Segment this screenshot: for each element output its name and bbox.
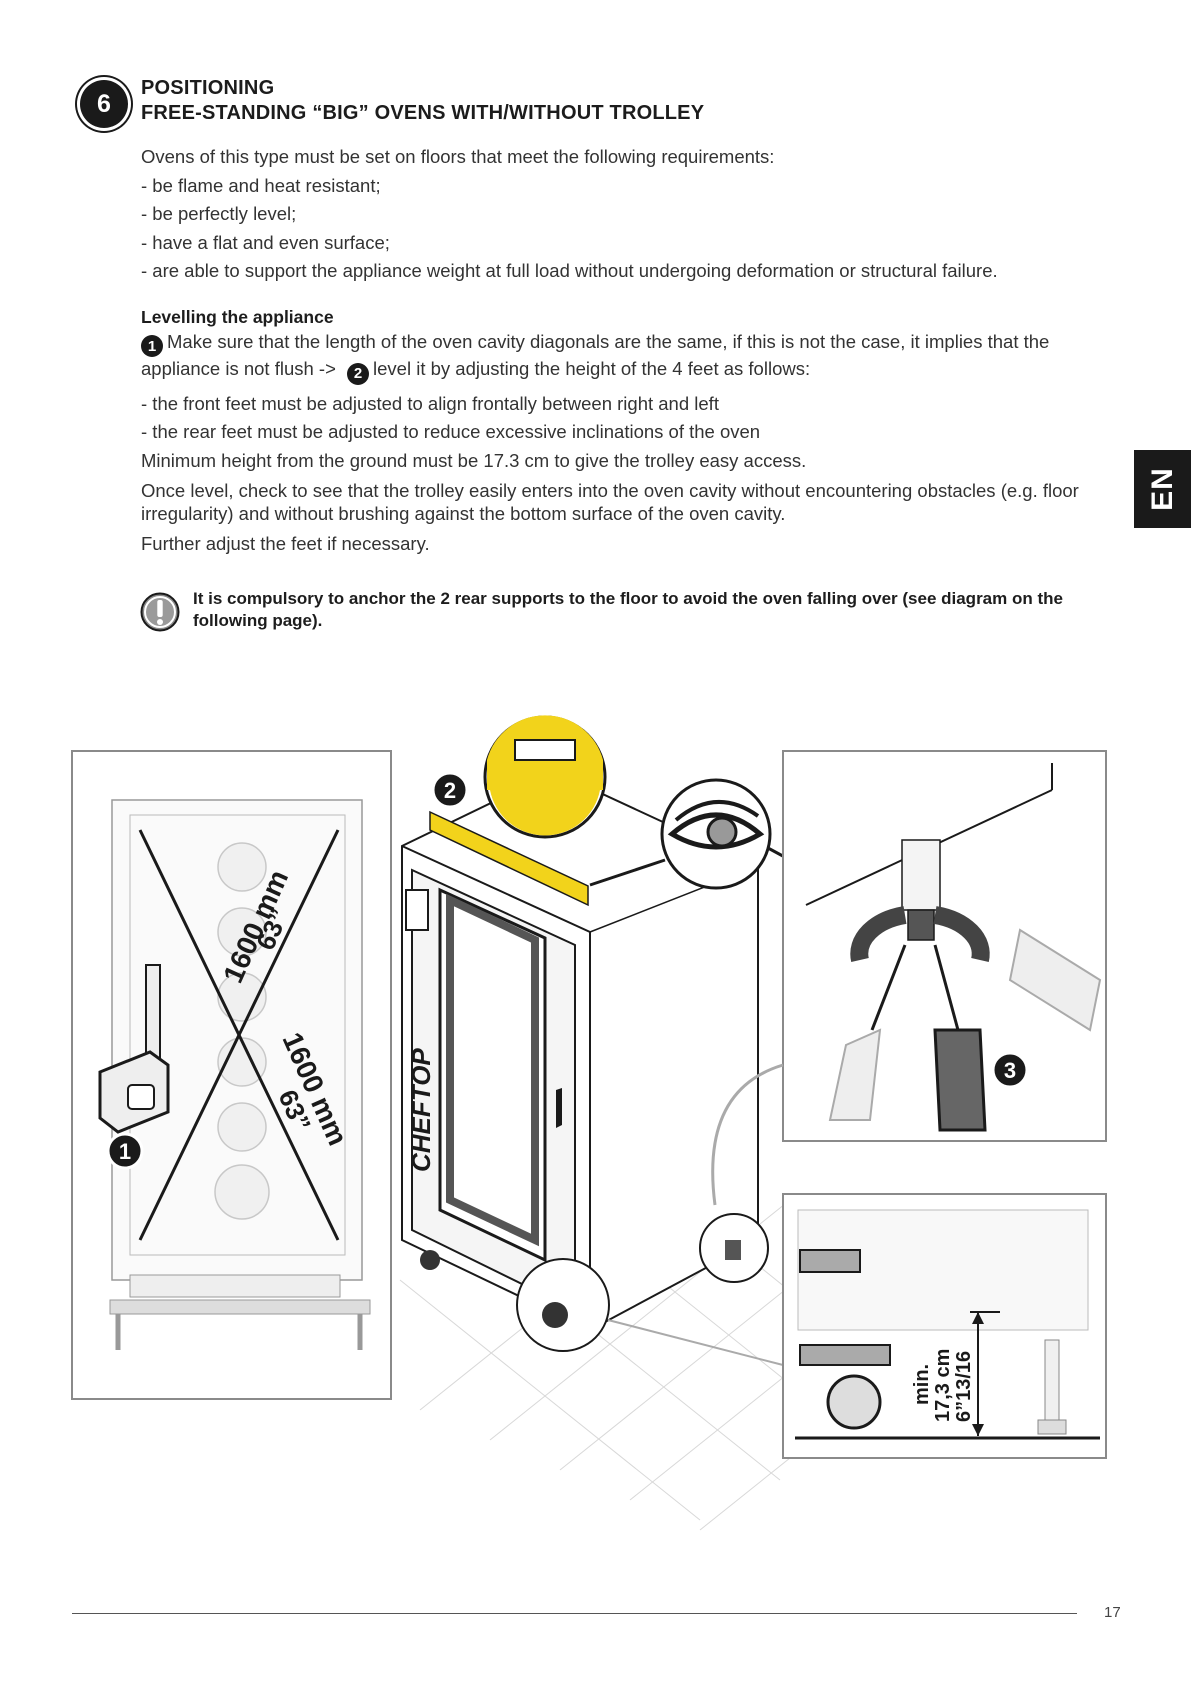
level-magnifier: 2 (431, 715, 607, 839)
footer-rule (72, 1613, 1077, 1614)
callout-3-label: 3 (1004, 1058, 1016, 1083)
section-title: POSITIONING FREE-STANDING “BIG” OVENS WI… (141, 76, 704, 126)
language-tab-label: EN (1145, 467, 1179, 511)
min-cm-label: 17,3 cm (932, 1349, 954, 1422)
spirit-level (429, 810, 589, 907)
min-height-text: Minimum height from the ground must be 1… (141, 449, 807, 471)
further-adjust-text: Further adjust the feet if necessary. (141, 533, 430, 554)
intro-paragraph: Ovens of this type must be set on floors… (141, 146, 775, 167)
step-2-text: level it by adjusting the height of the … (373, 358, 811, 379)
body-text: Ovens of this type must be set on floors… (141, 143, 1116, 559)
callout-1-label: 1 (119, 1139, 131, 1164)
warning-text: It is compulsory to anchor the 2 rear su… (193, 589, 1063, 630)
warning-icon (140, 592, 180, 632)
callout-3-badge (991, 1051, 1029, 1089)
foot-adjust-panel: 3 (782, 750, 1107, 1142)
levelling-bullet: - the front feet must be adjusted to ali… (141, 392, 719, 414)
levelling-heading: Levelling the appliance (141, 306, 334, 327)
requirement-item: - be perfectly level; (141, 203, 297, 224)
section-number-badge: 6 (80, 80, 128, 128)
levelling-diagram: 1600 mm 63” 1600 mm 63” 1 CHEFTOP 2 (71, 715, 1107, 1531)
step-2-badge: 2 (347, 362, 370, 385)
step-1-text: Make sure that the length of the oven ca… (141, 330, 1050, 380)
page-number: 17 (1104, 1604, 1121, 1621)
step-1-badge: 1 (141, 335, 163, 357)
requirement-item: - be flame and heat resistant; (141, 174, 381, 196)
oven-brand-label: CHEFTOP (406, 1048, 436, 1172)
oven-illustration: CHEFTOP (401, 770, 759, 1335)
section-title-line2: FREE-STANDING “BIG” OVENS WITH/WITHOUT T… (141, 102, 705, 124)
check-paragraph: Once level, check to see that the trolle… (141, 480, 1079, 524)
language-tab[interactable]: EN (1134, 450, 1191, 528)
min-inch-label: 6”13/16 (953, 1351, 975, 1422)
requirement-item: - have a flat and even surface; (141, 231, 390, 253)
section-title-line1: POSITIONING (141, 77, 275, 99)
requirement-item: - are able to support the appliance weig… (141, 260, 998, 281)
eye-magnifier (589, 778, 843, 890)
min-label: min. (911, 1364, 933, 1405)
min-height-panel: min. 17,3 cm 6”13/16 (782, 1193, 1107, 1459)
levelling-bullet: - the rear feet must be adjusted to redu… (141, 421, 761, 442)
callout-1-badge (106, 1132, 144, 1170)
callout-2-label: 2 (444, 778, 456, 803)
callout-2-badge (431, 771, 469, 809)
diagonal-panel: 1600 mm 63” 1600 mm 63” 1 (71, 750, 392, 1400)
